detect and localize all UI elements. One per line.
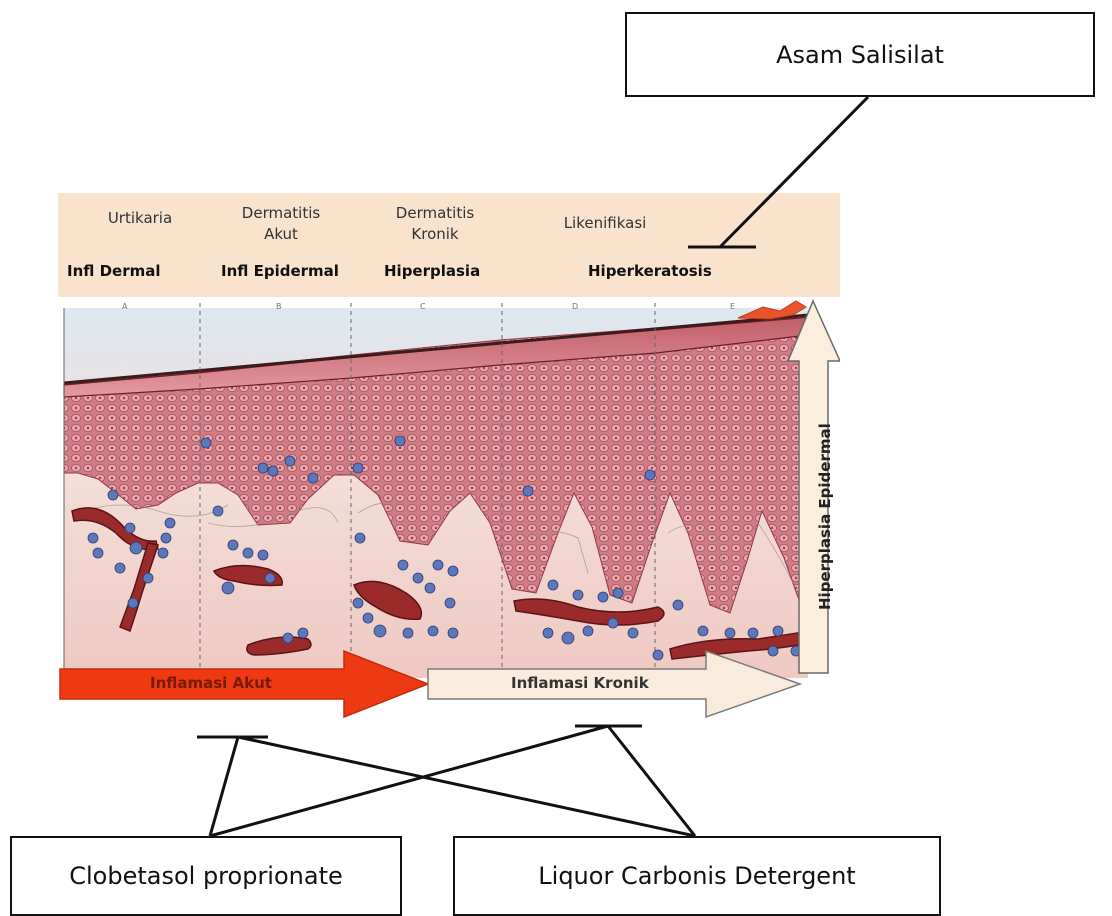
clobetasol-box: Clobetasol proprionate	[10, 836, 402, 916]
clobetasol-label: Clobetasol proprionate	[69, 862, 343, 890]
liquor-carbonis-label: Liquor Carbonis Detergent	[538, 862, 855, 890]
liquor-carbonis-box: Liquor Carbonis Detergent	[453, 836, 941, 916]
